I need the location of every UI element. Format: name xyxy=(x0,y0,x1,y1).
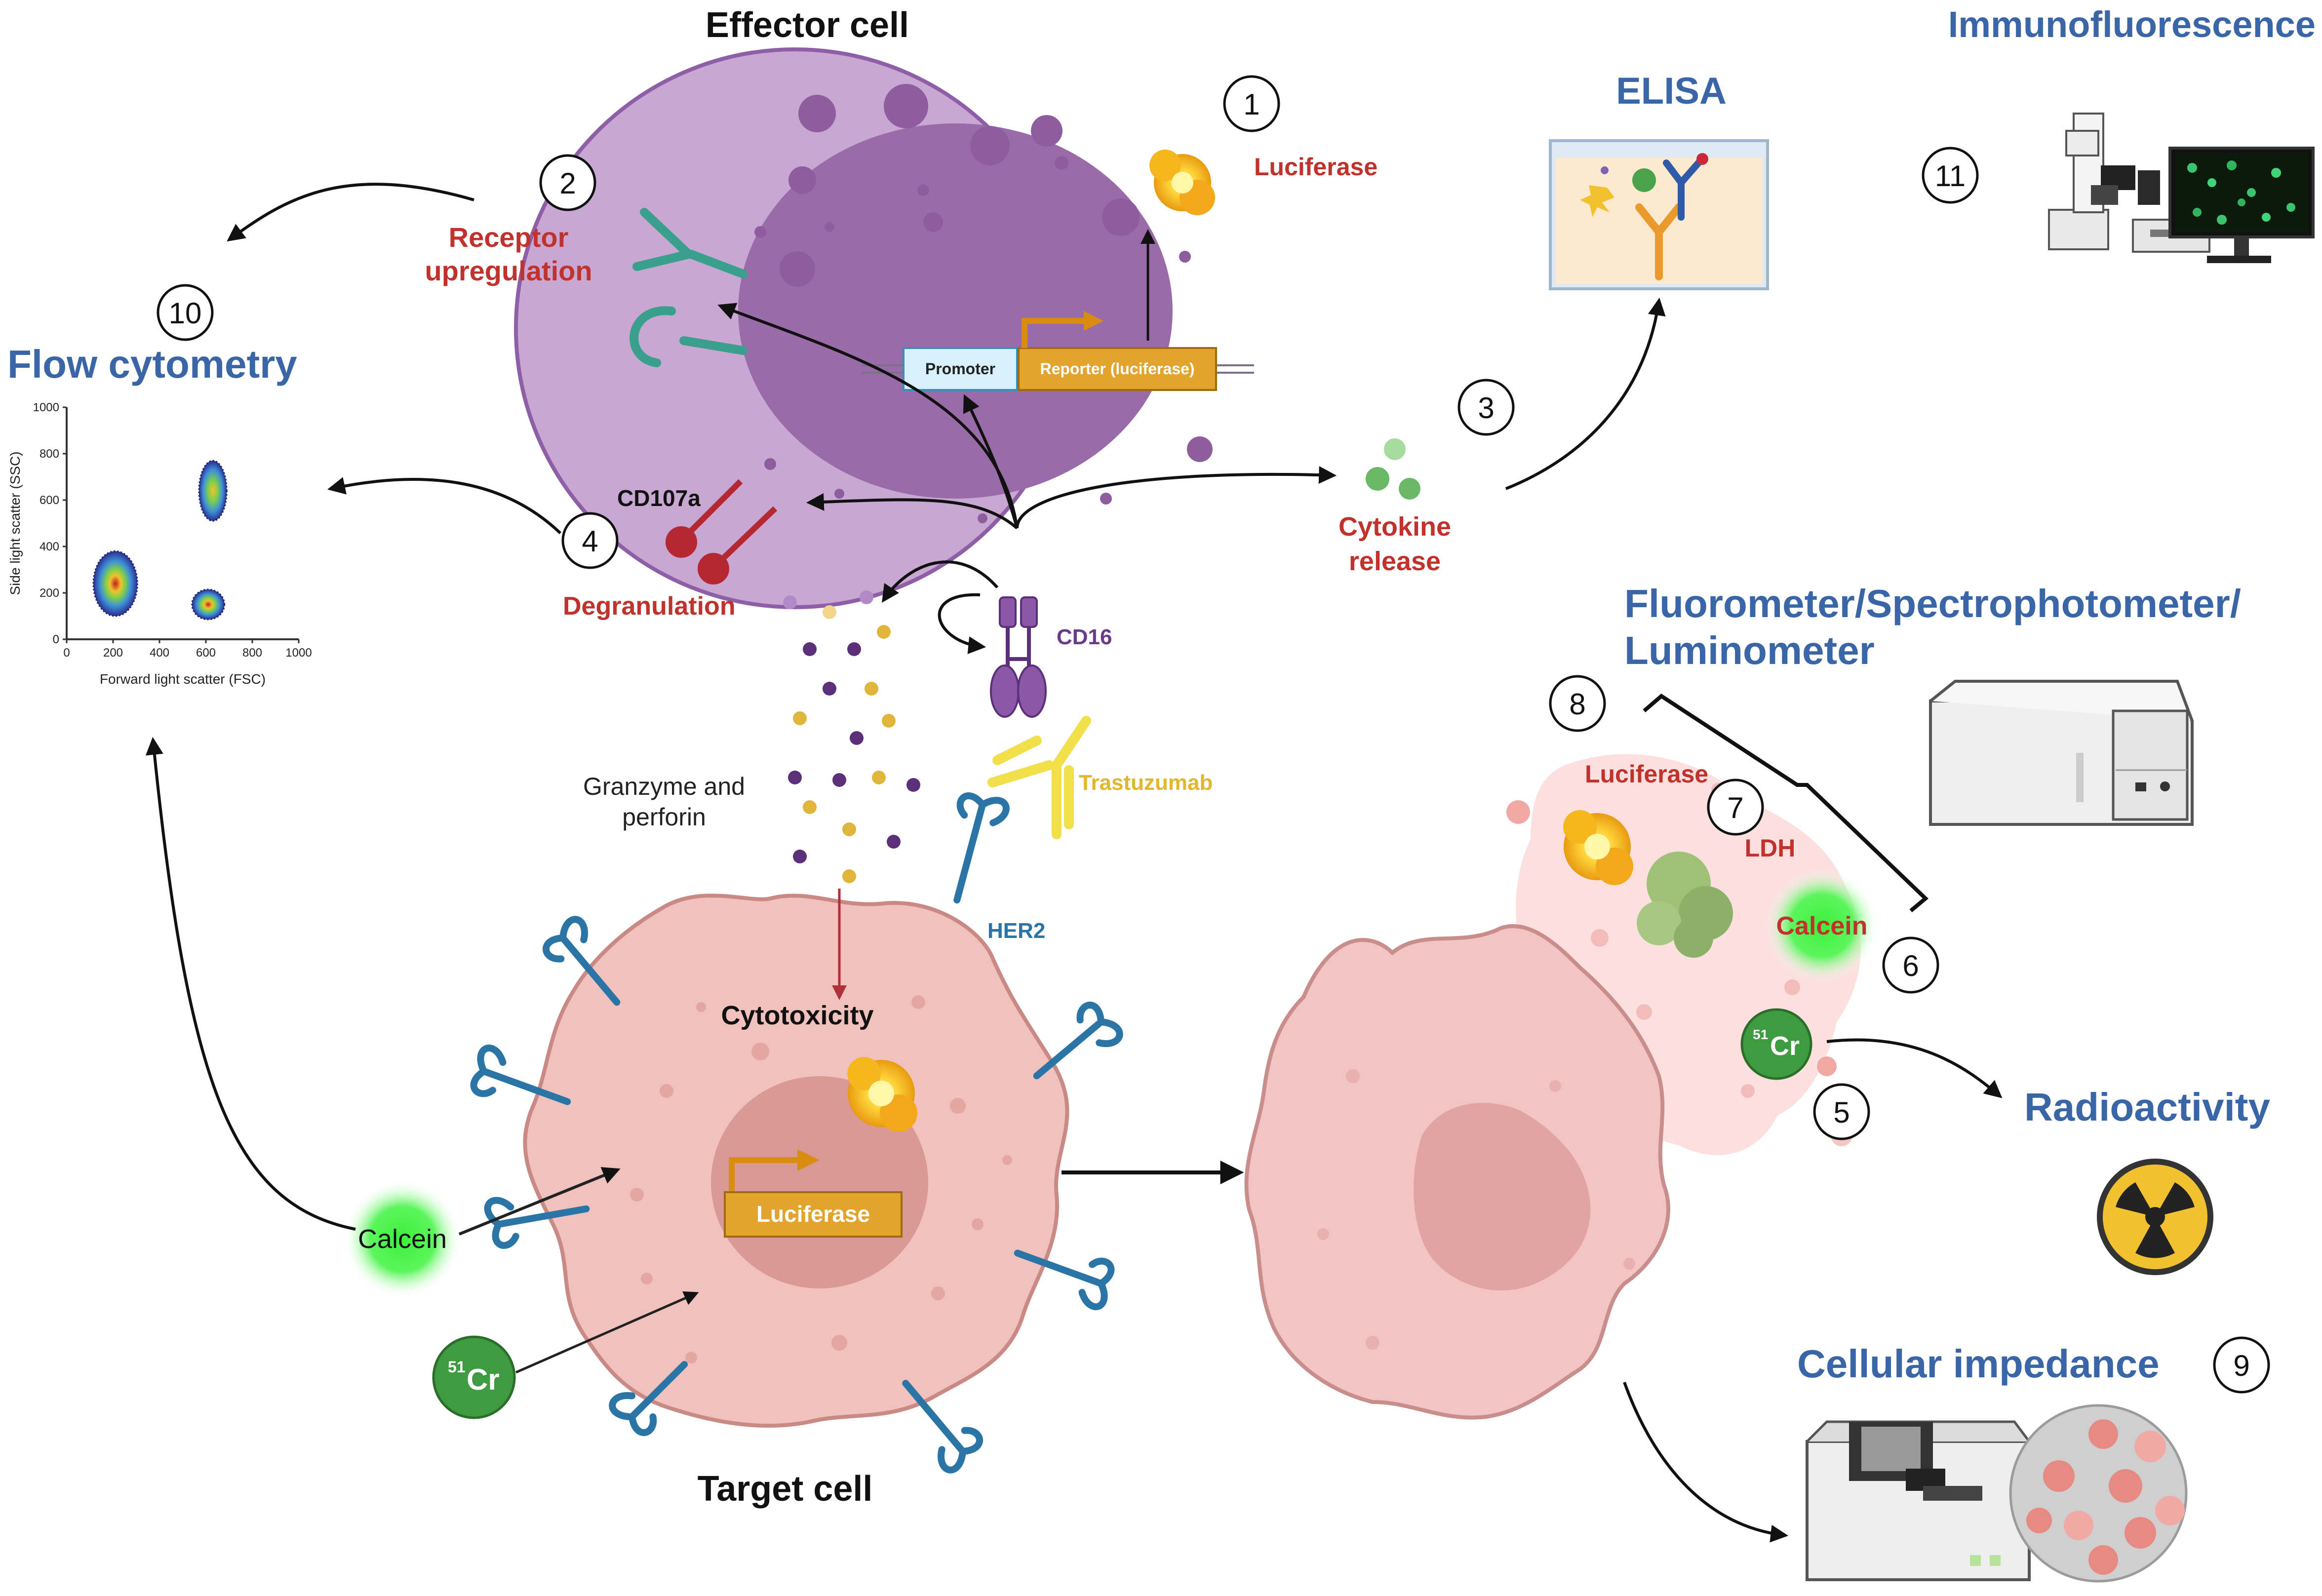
fluorometer-title-line2: Luminometer xyxy=(1624,628,1875,672)
impedance-well-icon xyxy=(2009,1404,2188,1583)
effector-cell xyxy=(514,47,1213,609)
receptor-label-line1: Receptor xyxy=(449,222,569,253)
microscope-icon xyxy=(2048,113,2315,263)
process-arrows xyxy=(145,183,2003,1543)
flow-xtick-label: 0 xyxy=(63,646,70,660)
luciferase-target-label: Luciferase xyxy=(756,1201,870,1227)
flow-xlabel: Forward light scatter (FSC) xyxy=(100,671,266,687)
cd16-receptor-icon xyxy=(990,596,1047,718)
cr51-right-icon xyxy=(1740,1008,1812,1080)
step-9: 9 xyxy=(2233,1349,2249,1382)
flow-ytick-label: 400 xyxy=(39,540,59,553)
cytotoxicity-label: Cytotoxicity xyxy=(721,1001,873,1030)
ldh-icon xyxy=(1637,852,1733,958)
impedance-device-icon xyxy=(1806,1420,2031,1581)
cr51-left-sup: 51 xyxy=(448,1358,466,1376)
step-8: 8 xyxy=(1569,688,1585,721)
trastuzumab-label: Trastuzumab xyxy=(1079,771,1213,795)
step-6: 6 xyxy=(1902,949,1919,982)
elisa-well-icon xyxy=(1549,139,1769,290)
radioactivity-title: Radioactivity xyxy=(2024,1085,2270,1129)
luciferase-effector-label: Luciferase xyxy=(1254,153,1377,181)
flow-ytick-label: 800 xyxy=(39,447,59,461)
cd16-label: CD16 xyxy=(1057,625,1112,649)
cytokine-label-line2: release xyxy=(1349,546,1441,576)
step-4: 4 xyxy=(582,525,598,558)
her2-label: HER2 xyxy=(987,919,1045,943)
promoter-label: Promoter xyxy=(925,360,995,378)
cr51-left-icon xyxy=(432,1335,516,1419)
granzyme-label-line2: perforin xyxy=(622,803,706,831)
step-2: 2 xyxy=(559,167,576,200)
flow-cytometry-chart: 0 200 400 600 800 1000 0 200 400 600 800 1000 Forwa… xyxy=(7,401,312,687)
luciferase-lysed-icon xyxy=(1563,810,1633,885)
calcein-left-glow xyxy=(343,1180,462,1298)
cd107a-label: CD107a xyxy=(617,485,701,511)
calcein-right-label: Calcein xyxy=(1776,912,1868,940)
flow-xtick-label: 1000 xyxy=(285,646,312,660)
fluorometer-title-line1: Fluorometer/Spectrophotometer/ xyxy=(1624,582,2241,625)
reporter-construct: Promoter Reporter (luciferase) xyxy=(862,311,1254,391)
step-5: 5 xyxy=(1833,1096,1850,1129)
step-11: 11 xyxy=(1935,159,1966,193)
step-10: 10 xyxy=(169,297,202,330)
effector-cell-title: Effector cell xyxy=(706,5,909,45)
ldh-label: LDH xyxy=(1745,834,1796,862)
degranulation-label: Degranulation xyxy=(563,592,736,621)
reporter-box xyxy=(1018,347,1217,391)
cd107a-icon xyxy=(666,479,778,584)
receptor-label-line2: upregulation xyxy=(425,255,592,286)
promoter-box xyxy=(903,347,1018,391)
flow-cytometry-title: Flow cytometry xyxy=(7,342,297,386)
flow-ytick-label: 200 xyxy=(39,586,59,600)
lysed-target-cell xyxy=(1244,924,1670,1420)
flow-population xyxy=(191,588,226,621)
cr51-right-sup: 51 xyxy=(1753,1027,1768,1042)
flow-xtick-label: 800 xyxy=(242,646,262,660)
granzyme-label-line1: Granzyme and xyxy=(583,773,745,800)
target-cell-title: Target cell xyxy=(698,1469,873,1509)
step-3: 3 xyxy=(1478,391,1494,425)
radiation-icon xyxy=(2097,1159,2213,1275)
luciferase-target-icon xyxy=(847,1057,917,1132)
flow-ytick-label: 600 xyxy=(39,494,59,507)
receptor-upregulation-icon xyxy=(630,208,748,367)
immunofluorescence-title: Immunofluorescence xyxy=(1948,4,2316,45)
luciferase-gene-box: Luciferase xyxy=(724,1149,903,1238)
flow-xtick-label: 600 xyxy=(196,646,216,660)
elisa-title: ELISA xyxy=(1616,70,1727,112)
cytokine-label-line1: Cytokine xyxy=(1338,512,1451,542)
flow-xtick-label: 200 xyxy=(103,646,123,660)
flow-xtick-label: 400 xyxy=(150,646,169,660)
calcein-right-glow xyxy=(1765,869,1879,982)
step-1: 1 xyxy=(1243,88,1259,121)
step-markers xyxy=(157,75,2270,1394)
trastuzumab-icon xyxy=(987,716,1091,839)
reporter-label: Reporter (luciferase) xyxy=(1040,360,1195,378)
flow-ylabel: Side light scatter (SSC) xyxy=(7,452,23,595)
granzyme-perforin-granules xyxy=(783,590,920,883)
her2-receptors xyxy=(470,792,1123,1474)
calcein-left-label: Calcein xyxy=(358,1224,447,1254)
luciferase-lysed-label: Luciferase xyxy=(1585,760,1708,788)
flow-population xyxy=(92,550,138,617)
plate-reader-icon xyxy=(1929,680,2194,826)
flow-ytick-label: 0 xyxy=(53,633,59,646)
cellular-impedance-title: Cellular impedance xyxy=(1797,1342,2160,1386)
cr51-right-label: Cr xyxy=(1770,1031,1800,1061)
flow-ytick-label: 1000 xyxy=(33,401,59,414)
cr51-left-label: Cr xyxy=(467,1363,500,1396)
luciferase-effector-icon xyxy=(1149,150,1215,215)
fluorometer-bracket xyxy=(1643,694,1928,913)
cytokine-icon xyxy=(1366,438,1420,500)
step-7: 7 xyxy=(1727,791,1743,824)
flow-population xyxy=(198,460,228,522)
